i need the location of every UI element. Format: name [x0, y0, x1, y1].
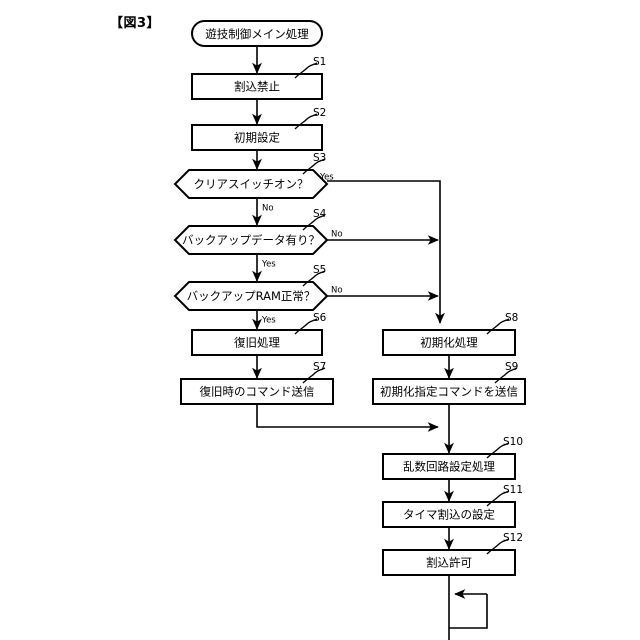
leader-s11 — [486, 490, 510, 507]
node-s5-shape — [173, 281, 329, 311]
branch-label-s3-yes: Yes — [319, 173, 334, 183]
connector-s3-yes-to-s8 — [327, 180, 445, 324]
node-s11-label: タイマ割込の設定 — [403, 508, 495, 522]
node-s3-label: クリアスイッチオン？ — [194, 177, 309, 191]
node-s5-label: バックアップRAM正常？ — [187, 289, 316, 303]
branch-label-s5-no: No — [331, 286, 343, 296]
branch-label-s3-no: No — [262, 204, 274, 214]
step-label-s10: S10 — [503, 436, 523, 448]
connector-loop-back — [449, 594, 488, 629]
step-label-s11: S11 — [503, 484, 523, 496]
node-s9-label: 初期化指定コマンドを送信 — [380, 385, 518, 399]
node-s3-shape — [173, 169, 329, 199]
node-s1-label: 割込禁止 — [234, 80, 280, 94]
leader-s2 — [294, 113, 318, 130]
figure-label: 【図3】 — [110, 15, 160, 31]
node-s10-shape — [382, 453, 516, 480]
step-label-s5: S5 — [313, 264, 326, 276]
step-label-s4: S4 — [313, 208, 327, 220]
step-label-s3: S3 — [313, 152, 326, 164]
leader-s9 — [494, 367, 518, 384]
node-s11-shape — [382, 501, 516, 528]
leader-s4 — [302, 214, 326, 231]
branch-label-s5-yes: Yes — [261, 316, 276, 326]
node-s7-label: 復旧時のコマンド送信 — [200, 385, 315, 399]
node-s12-shape — [382, 549, 516, 576]
node-s1-shape — [191, 73, 323, 100]
leader-s10 — [486, 442, 510, 459]
leader-s8 — [486, 318, 510, 335]
node-s7-shape — [180, 378, 334, 405]
leader-s5 — [302, 270, 326, 287]
node-s10-label: 乱数回路設定処理 — [403, 460, 495, 474]
step-label-s8: S8 — [505, 312, 518, 324]
leader-s1 — [294, 62, 318, 79]
node-s2-label: 初期設定 — [234, 131, 280, 145]
leader-s6 — [294, 318, 318, 335]
node-s8-label: 初期化処理 — [420, 336, 478, 350]
leader-s3 — [302, 158, 326, 175]
node-s12-label: 割込許可 — [426, 556, 472, 570]
node-s9-shape — [372, 378, 526, 405]
branch-label-s4-no: No — [331, 230, 343, 240]
branch-label-s4-yes: Yes — [261, 260, 276, 270]
node-start-label: 遊技制御メイン処理 — [205, 27, 309, 41]
connector-s7-to-right-spine — [256, 404, 439, 432]
step-label-s6: S6 — [313, 312, 327, 324]
node-s4-label: バックアップデータ有り？ — [182, 233, 320, 247]
step-label-s9: S9 — [505, 361, 518, 373]
node-s6-label: 復旧処理 — [234, 336, 280, 350]
node-s4-shape — [173, 225, 329, 255]
step-label-s7: S7 — [313, 361, 326, 373]
leader-s7 — [302, 367, 326, 384]
leader-s12 — [486, 538, 510, 555]
node-s2-shape — [191, 124, 323, 151]
node-s8-shape — [382, 329, 516, 356]
step-label-s1: S1 — [313, 56, 326, 68]
step-label-s12: S12 — [503, 532, 523, 544]
step-label-s2: S2 — [313, 107, 326, 119]
